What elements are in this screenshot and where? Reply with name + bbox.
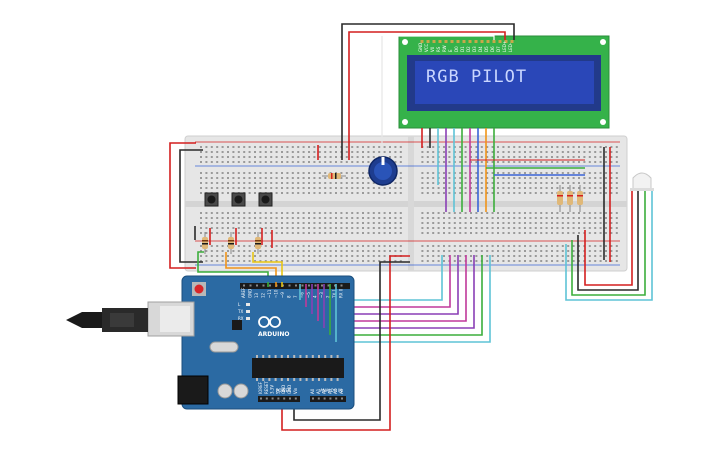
digital-pin-label: 12 bbox=[261, 292, 266, 298]
rgb-led bbox=[630, 172, 654, 191]
resistor bbox=[202, 232, 208, 254]
lcd-pin-label: LED+ bbox=[502, 41, 507, 52]
usb-cable bbox=[66, 312, 102, 328]
wire-rail-left bbox=[169, 142, 196, 269]
digital-pin-label: ~6 bbox=[300, 292, 305, 298]
analog-header-label: ANALOG IN bbox=[320, 388, 342, 393]
resistor bbox=[557, 185, 563, 212]
push-button bbox=[258, 192, 273, 207]
lcd-pin-label: VCC bbox=[424, 43, 429, 52]
digital-pin-label: ~9 bbox=[280, 292, 285, 298]
power-header-label: POWER bbox=[276, 388, 291, 393]
wire-rail-left bbox=[179, 149, 203, 263]
led-label: L bbox=[238, 302, 241, 307]
resistor bbox=[567, 185, 573, 212]
power-pin-label: GND bbox=[281, 385, 286, 394]
analog-pin-label: A2 bbox=[322, 388, 327, 394]
wire-lcd-vcc bbox=[348, 31, 506, 160]
power-jack bbox=[177, 375, 209, 405]
lcd-display-text: RGB PILOT bbox=[426, 67, 527, 87]
power-pin-label: 5V bbox=[275, 388, 280, 394]
digital-pin-label: RX 0 bbox=[339, 288, 344, 298]
arduino-logo: ARDUINO bbox=[258, 316, 289, 338]
wire-rgb bbox=[565, 190, 653, 301]
wire-gnd bbox=[293, 261, 410, 421]
analog-pin-label: A3 bbox=[327, 388, 332, 394]
resistor bbox=[228, 232, 234, 254]
lcd-pin-label: D3 bbox=[472, 46, 477, 52]
analog-pin-label: A5 bbox=[339, 388, 344, 394]
digital-pin-label: GND bbox=[248, 289, 253, 298]
lcd-pin-label: RW bbox=[442, 45, 447, 52]
lcd-pin-label: V0 bbox=[430, 46, 435, 52]
wire-rgb bbox=[584, 190, 633, 286]
wire-rgb bbox=[571, 190, 646, 296]
push-button bbox=[231, 192, 246, 207]
push-button bbox=[204, 192, 219, 207]
digital-pin-label: 13 bbox=[254, 292, 259, 298]
power-pin-label: GND bbox=[287, 385, 292, 394]
digital-pin-label: ~10 bbox=[274, 289, 279, 298]
reset-button[interactable] bbox=[194, 284, 204, 294]
lcd-pin-label: E bbox=[448, 49, 453, 52]
wire-button bbox=[197, 251, 269, 282]
power-pin-label: Vin bbox=[293, 387, 298, 394]
led-label: RX bbox=[238, 316, 244, 321]
atmega-chip bbox=[252, 358, 344, 378]
lcd-screen bbox=[415, 61, 594, 104]
wire-5v bbox=[281, 255, 410, 431]
lcd-pin-label: D0 bbox=[454, 46, 459, 52]
power-pin-label: 3.3V bbox=[270, 385, 275, 394]
breadboard-holes bbox=[200, 146, 618, 262]
lcd-pin-label: RS bbox=[436, 46, 441, 52]
digital-pin-label: ~3 bbox=[319, 292, 324, 298]
lcd-pin-label: D6 bbox=[490, 46, 495, 52]
analog-pin-label: A0 bbox=[310, 388, 315, 394]
wire-button bbox=[252, 252, 283, 282]
lcd-pin-label: D7 bbox=[496, 46, 501, 52]
digital-pin-label: ~11 bbox=[267, 289, 272, 298]
lcd-pin-label: D2 bbox=[466, 46, 471, 52]
lcd-pin-label: LED- bbox=[508, 42, 513, 52]
analog-pin-label: A4 bbox=[333, 388, 338, 394]
power-pin-label: RESET bbox=[264, 381, 269, 394]
digital-pin-label: 7 bbox=[293, 295, 298, 298]
digital-pin-label: 2 bbox=[326, 295, 331, 298]
wire-lcd-gnd bbox=[341, 23, 515, 160]
digital-pin-label: 8 bbox=[287, 295, 292, 298]
digital-pin-label: TX 1 bbox=[332, 289, 337, 299]
wire-rgb bbox=[577, 190, 639, 291]
resistor bbox=[322, 173, 346, 179]
lcd-pin-label: D5 bbox=[484, 46, 489, 52]
lcd-pin-label: D4 bbox=[478, 46, 483, 52]
arduino-logo-text: ARDUINO bbox=[258, 331, 289, 338]
breadboard bbox=[184, 135, 628, 272]
resistor bbox=[255, 232, 261, 254]
lcd-pin-label: D1 bbox=[460, 46, 465, 52]
lcd-pin-label: GND bbox=[418, 43, 423, 52]
potentiometer bbox=[368, 156, 398, 186]
wire-button bbox=[225, 252, 277, 282]
digital-pin-label: ~5 bbox=[306, 292, 311, 298]
wires bbox=[169, 23, 653, 431]
digital-pin-label: AREF bbox=[241, 287, 246, 298]
power-pin-label: IOREF bbox=[258, 381, 263, 394]
header-jumper-wires bbox=[267, 282, 337, 342]
resistor bbox=[577, 185, 583, 212]
led-label: TX bbox=[237, 309, 243, 314]
digital-pin-label: 4 bbox=[313, 295, 318, 298]
analog-pin-label: A1 bbox=[316, 388, 321, 394]
